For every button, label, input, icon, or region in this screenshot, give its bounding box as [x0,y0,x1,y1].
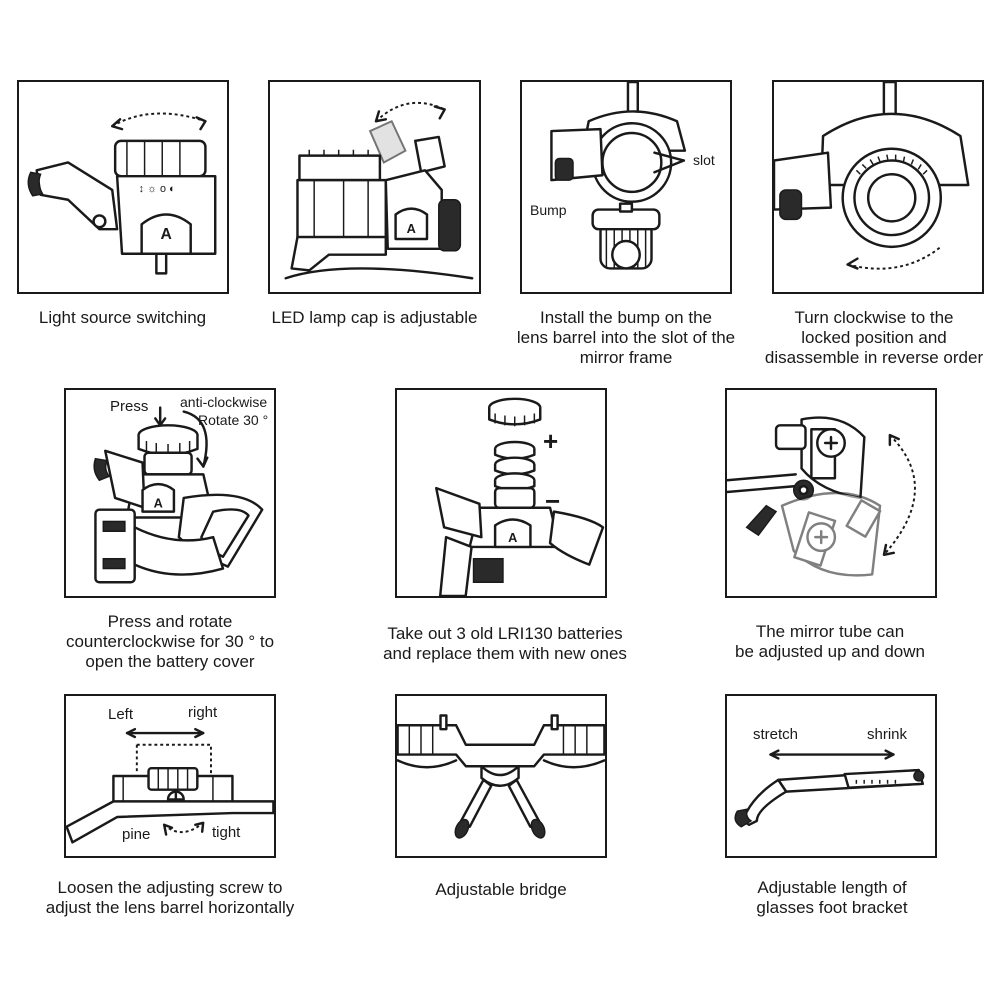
label-rotate-30: Rotate 30 ° [198,412,269,428]
caption-line: Adjustable length of [757,878,907,897]
caption-line: Take out 3 old LRI130 batteries [387,624,623,643]
caption-line: locked position and [801,328,947,347]
caption-line: lens barrel into the slot of the [516,328,736,347]
press-rotate-illustration: A [93,406,264,584]
label-bump: Bump [530,202,567,218]
caption-foot-bracket: Adjustable length of glasses foot bracke… [690,878,974,918]
svg-text:A: A [407,221,416,236]
caption-line: Adjustable bridge [435,880,567,899]
caption-adjust-lens-barrel: Loosen the adjusting screw to adjust the… [20,878,320,918]
panel-turn-clockwise [772,80,984,294]
svg-text:A: A [154,496,163,511]
panel-led-lamp-cap: A [268,80,481,294]
caption-line: Light source switching [38,308,207,327]
foot-bracket-illustration [734,749,925,828]
caption-line: counterclockwise for 30 ° to [65,632,275,651]
panel-mirror-tube [725,388,937,598]
panel-press-rotate: A Press anti-clockwise Rotate 30 ° [64,388,276,598]
mirror-tube-illustration [727,416,916,577]
label-stretch: stretch [753,726,799,743]
caption-turn-clockwise: Turn clockwise to the locked position an… [748,308,1000,368]
caption-line: mirror frame [579,348,673,367]
caption-line: adjust the lens barrel horizontally [45,898,295,917]
label-anti-clockwise: anti-clockwise [180,394,268,410]
panel-install-bump: slot Bump [520,80,732,294]
panel-light-source-switching: A ↕ ☼ o ◐ [17,80,229,294]
battery-replacement-illustration: A [435,397,605,596]
caption-line: The mirror tube can [755,622,905,641]
caption-light-source-switching: Light source switching [0,308,245,328]
caption-mirror-tube: The mirror tube can be adjusted up and d… [690,622,970,662]
caption-line: Loosen the adjusting screw to [57,878,283,897]
label-left: Left [108,706,134,723]
panel-foot-bracket: stretch shrink [725,694,937,858]
caption-line: open the battery cover [85,652,255,671]
positive-terminal-symbol: + [543,426,559,456]
panel-replace-batteries: A + − [395,388,607,598]
caption-line: and replace them with new ones [383,644,627,663]
caption-led-lamp-cap: LED lamp cap is adjustable [252,308,497,328]
svg-text:A: A [508,530,517,545]
label-pine: pine [122,826,151,843]
caption-replace-batteries: Take out 3 old LRI130 batteries and repl… [360,624,650,664]
label-slot: slot [693,152,715,168]
caption-adjustable-bridge: Adjustable bridge [380,880,622,900]
battery-stack [493,440,536,492]
caption-line: glasses foot bracket [756,898,908,917]
caption-line: Install the bump on the [539,308,712,327]
caption-line: Turn clockwise to the [794,308,954,327]
caption-line: be adjusted up and down [735,642,925,661]
caption-install-bump: Install the bump on the lens barrel into… [496,308,756,368]
install-bump-illustration [550,82,687,270]
svg-text:↕ ☼ o ◐: ↕ ☼ o ◐ [139,183,176,195]
label-shrink: shrink [867,726,908,743]
rotated-mirror-ghost [780,491,882,577]
led-lamp-cap-illustration: A [284,101,474,280]
caption-line: Press and rotate [107,612,233,631]
label-tight: tight [212,824,241,841]
label-press: Press [110,398,149,415]
turn-clockwise-illustration [774,82,970,270]
panel-adjust-lens-barrel: Left right pine tight [64,694,276,858]
light-source-switch-illustration: A ↕ ☼ o ◐ [27,112,217,275]
svg-text:A: A [160,226,171,243]
caption-press-rotate: Press and rotate counterclockwise for 30… [40,612,300,672]
adjustable-bridge-illustration [397,714,605,839]
caption-line: LED lamp cap is adjustable [271,308,478,327]
caption-line: disassemble in reverse order [764,348,984,367]
lens-barrel-adjust-illustration [66,727,274,844]
panel-adjustable-bridge [395,694,607,858]
negative-terminal-symbol: − [545,486,561,516]
label-right: right [188,704,218,721]
